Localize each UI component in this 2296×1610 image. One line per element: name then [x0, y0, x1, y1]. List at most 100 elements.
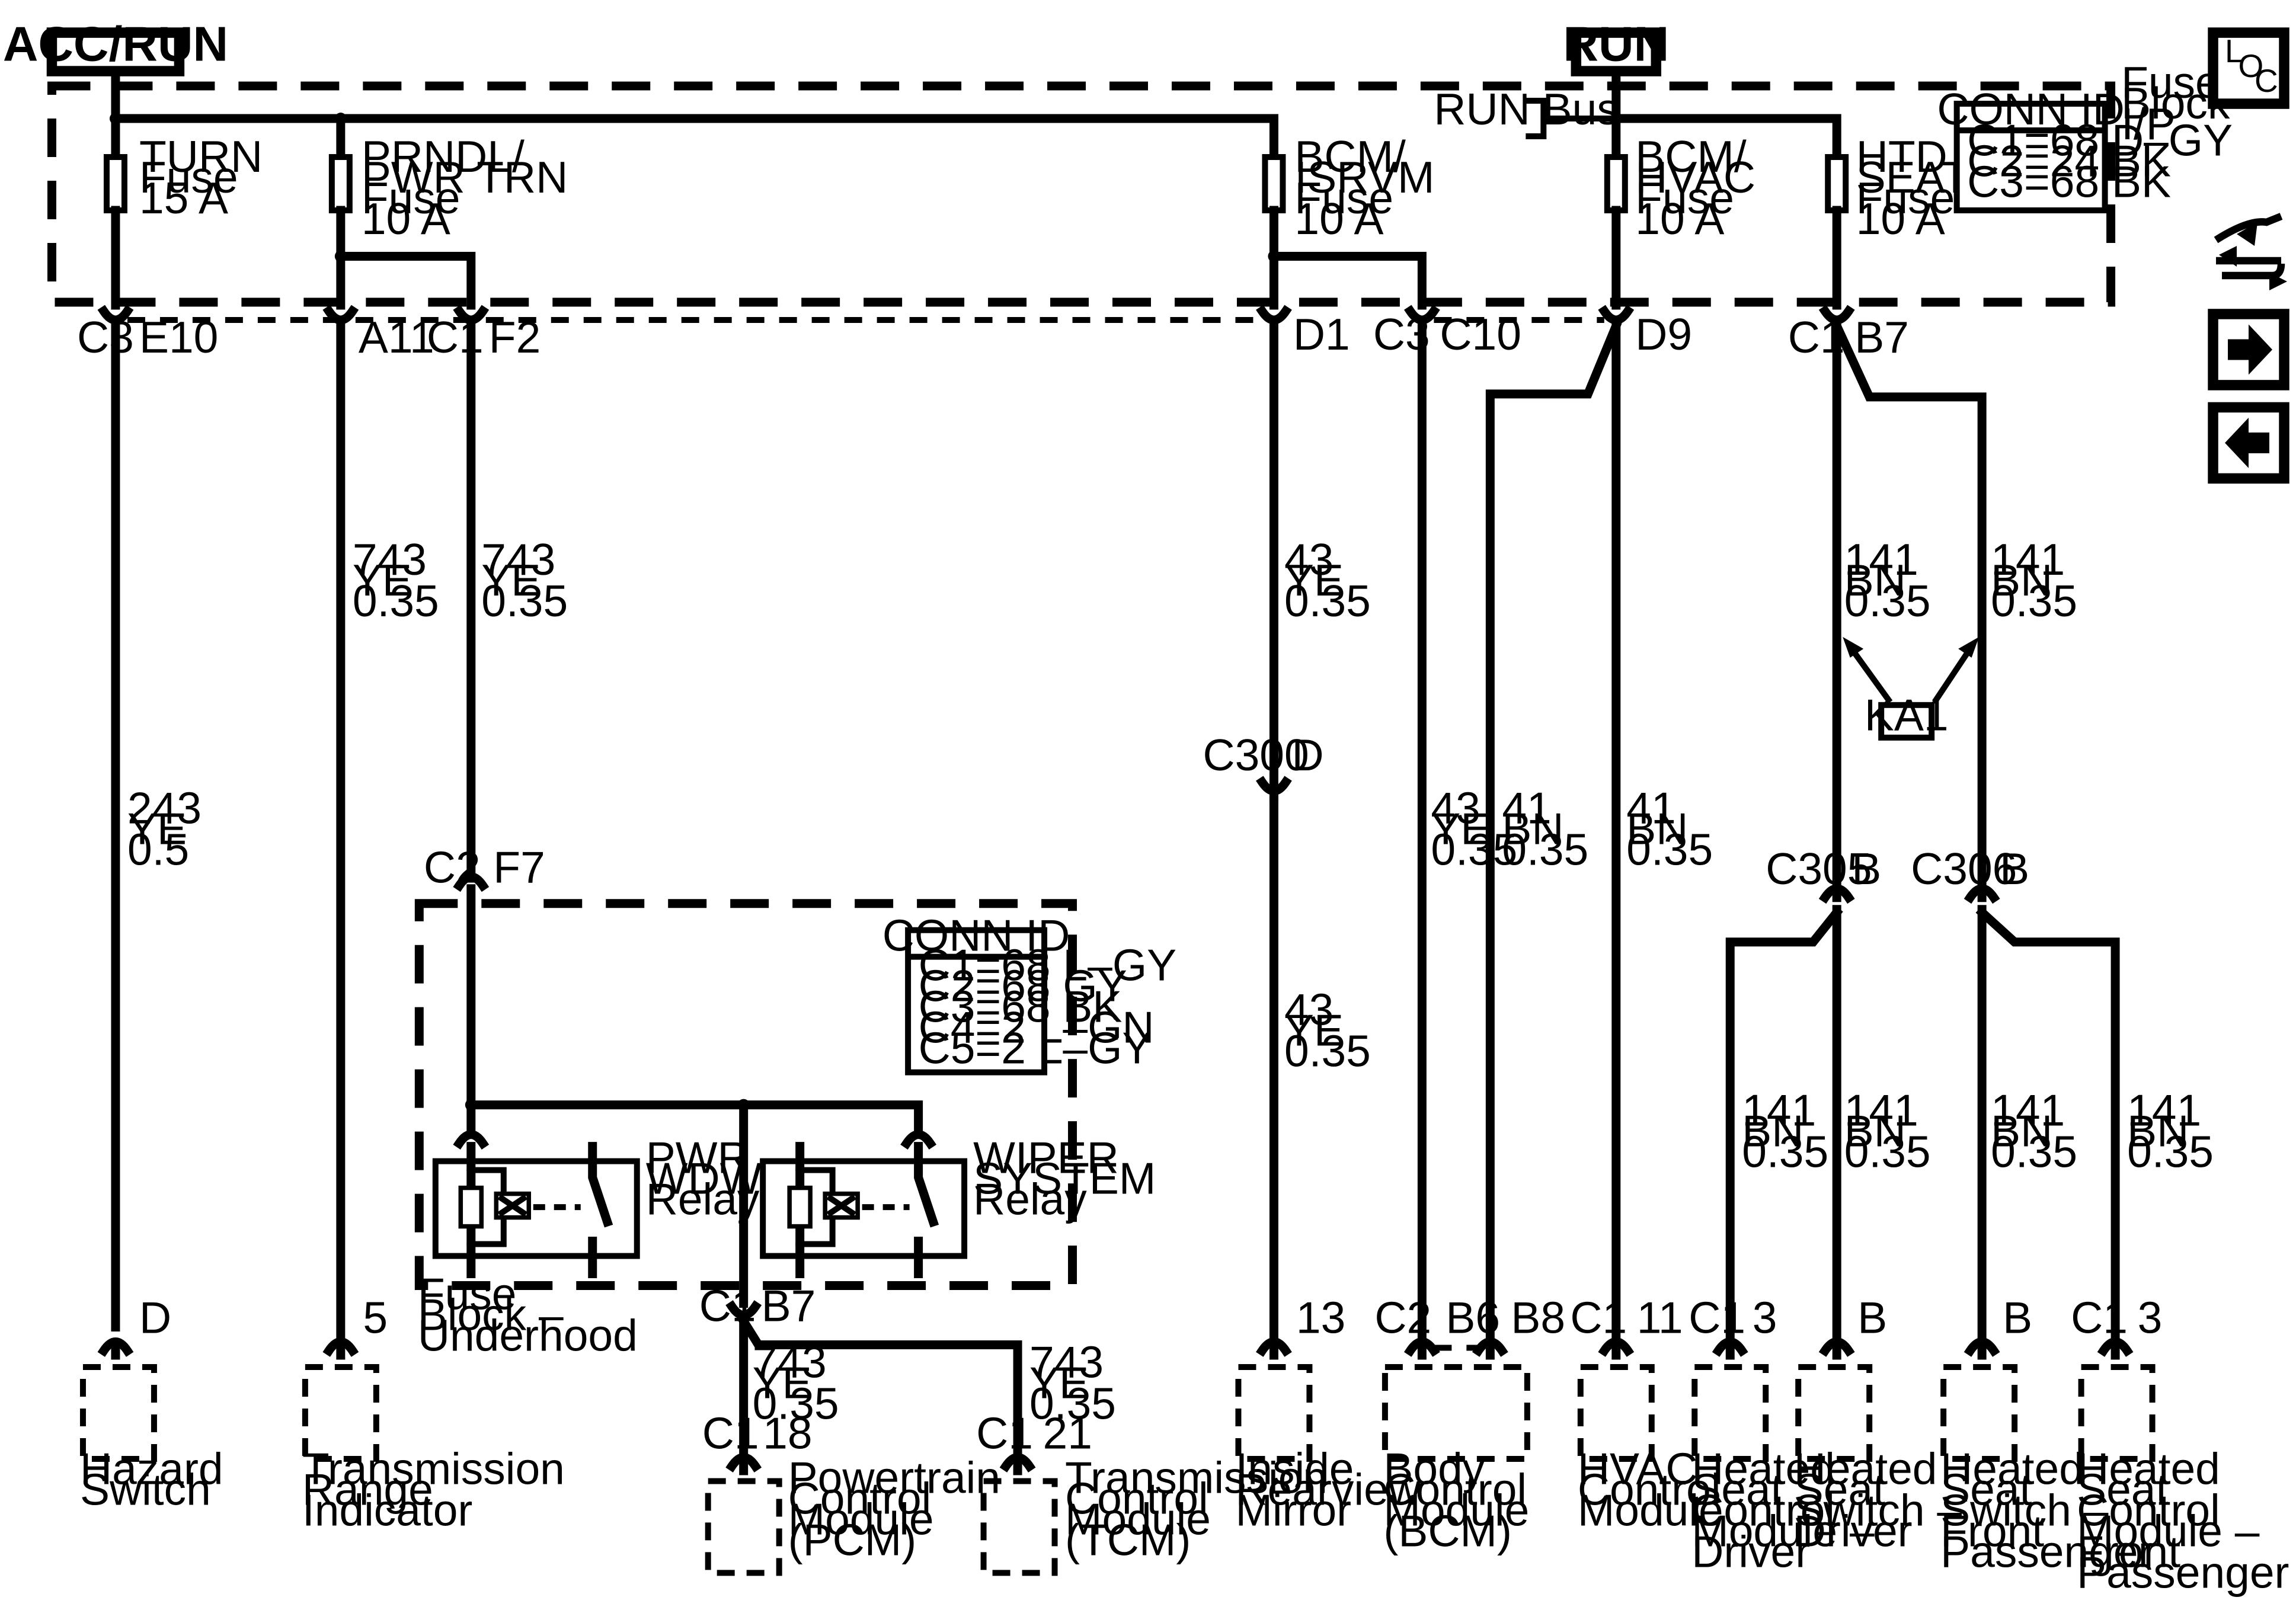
component-label: Module –	[1691, 1506, 1875, 1555]
connector-label: C1	[976, 1408, 1033, 1458]
wire-label: 0.35	[1991, 576, 2077, 626]
connector-swap-icon[interactable]	[2214, 213, 2288, 290]
component-label: Rearview	[1235, 1464, 1421, 1514]
fuse-block-uh-label: Underhood	[418, 1311, 638, 1361]
inside-rearview-mirror[interactable]: 13 Inside Rearview Mirror	[1235, 1293, 1421, 1535]
splice-label: KA1	[1865, 690, 1949, 740]
fuse-label: HVAC	[1635, 152, 1755, 202]
wire-label: 43	[1284, 985, 1334, 1035]
conn-id-row: C1=68 D–GY	[1967, 116, 2233, 165]
component-label: Inside	[1235, 1443, 1354, 1493]
wire-label: 141	[1991, 534, 2065, 584]
fuse-label: 15 A	[139, 173, 228, 223]
fuse-label: 10 A	[1294, 194, 1383, 244]
heated-seat-control-module-front-passenger[interactable]: C1 3 Heated Seat Control Module – Front …	[2071, 1293, 2289, 1598]
connector-c305: C305 B	[1725, 844, 1881, 1347]
wire-label: 0.35	[1844, 1127, 1931, 1177]
component-label: Switch –	[1794, 1485, 1962, 1535]
pin-label: A11	[359, 312, 434, 362]
acc-run-source: ACC/RUN	[3, 17, 228, 76]
pin-label: 18	[763, 1408, 812, 1458]
pin-label: E10	[139, 312, 218, 362]
wire-label: BN	[1742, 1106, 1803, 1156]
wire-label: YE	[127, 804, 187, 854]
pin-label: B7	[1854, 312, 1909, 362]
fuse-label: Fuse	[362, 173, 461, 223]
component-label: Seat	[2077, 1464, 2168, 1514]
wire-label: 0.35	[1844, 576, 1931, 626]
heated-seat-switch-front-passenger[interactable]: B Heated Seat Switch – Front Passenger	[1940, 1293, 2153, 1577]
relay-label: SYSTEM	[973, 1154, 1156, 1204]
fuse-label: PWR TRN	[362, 152, 568, 202]
connector-label: C2	[1374, 1293, 1431, 1343]
component-label: Indicator	[302, 1485, 473, 1535]
wire-label: 43	[1284, 534, 1334, 584]
wire-label: 0.35	[353, 576, 439, 626]
wire-141-passenger	[1831, 320, 1987, 902]
conn-id-row: C3=68 BK	[919, 982, 1123, 1032]
component-label: Passenger	[1940, 1526, 2153, 1576]
pin-label: B6	[1446, 1293, 1500, 1343]
component-label: Front	[2077, 1526, 2180, 1576]
component-label: (PCM)	[788, 1515, 917, 1564]
pin-label: B	[2000, 844, 2029, 894]
heated-seat-switch-driver[interactable]: B Heated Seat Switch – Driver	[1794, 1293, 1962, 1556]
pin-label: 21	[1043, 1408, 1092, 1458]
next-page-button[interactable]	[2208, 309, 2289, 391]
connector-label: C3	[77, 312, 134, 362]
fuse-label: ISRVM	[1294, 152, 1434, 202]
wire-label: 141	[1844, 534, 1918, 584]
wire-label: 743	[481, 534, 555, 584]
relay-label: Relay	[646, 1174, 760, 1224]
wire-label: 141	[1991, 1086, 2065, 1135]
wire-label: BN	[1502, 804, 1563, 854]
wire-labels: 243 YE 0.5 743 YE 0.35 743 YE 0.35 43 YE…	[127, 534, 2214, 1429]
connector-label: C1	[702, 1408, 759, 1458]
relay-label: WIPER	[973, 1133, 1119, 1183]
wire-label: 0.35	[1029, 1378, 1116, 1428]
location-button[interactable]: L O C	[2208, 27, 2289, 109]
wire-label: 243	[127, 783, 202, 833]
powertrain-control-module[interactable]: C1 18 Powertrain Control Module (PCM)	[702, 1408, 1000, 1576]
pin-label: 3	[2138, 1293, 2163, 1343]
body-control-module[interactable]: C2 B6 B8 Body Control Module (BCM)	[1374, 1293, 1565, 1556]
heated-seat-control-module-driver[interactable]: C1 3 Heated Seat Control Module – Driver	[1689, 1293, 1875, 1577]
component-label: Passenger	[2077, 1547, 2289, 1597]
fuse-label: BCM/	[1294, 132, 1406, 181]
fuse-label: HTD	[1856, 132, 1948, 181]
wire-label: YE	[481, 555, 541, 605]
pin-label: B	[1851, 844, 1881, 894]
component-label: Heated	[1691, 1443, 1835, 1493]
wire-label: 141	[2127, 1086, 2201, 1135]
wire-label: 0.35	[1991, 1127, 2077, 1177]
acc-run-label: ACC/RUN	[3, 17, 228, 72]
fuse-block-ip-label: I/P	[2121, 99, 2176, 149]
previous-page-button[interactable]	[2208, 402, 2289, 484]
wire-label: 0.35	[1284, 576, 1371, 626]
wire-label: 0.5	[127, 825, 189, 875]
component-label: Module	[1065, 1494, 1211, 1544]
component-label: Control	[1578, 1464, 1721, 1514]
bcm-hvac-fuse: BCM/ HVAC Fuse 10 A	[1604, 132, 1755, 310]
hazard-switch[interactable]: D Hazard Switch	[79, 1293, 223, 1515]
run-bus-label: RUN Bus	[1434, 84, 1619, 134]
wire-label: 141	[1742, 1086, 1816, 1135]
transmission-range-indicator[interactable]: 5 Transmission Range Indicator	[302, 1293, 565, 1535]
component-label: Heated	[2077, 1443, 2220, 1493]
fuse-label: BCM/	[1635, 132, 1747, 181]
component-label: Seat	[1691, 1464, 1783, 1514]
fuse-label: Fuse	[1856, 173, 1955, 223]
component-label: (TCM)	[1065, 1515, 1191, 1564]
conn-id-row: C5=2 L–GY	[919, 1023, 1152, 1073]
wire-label: 41	[1502, 783, 1551, 833]
top-connectors	[97, 305, 1855, 325]
component-label: Control	[788, 1473, 932, 1523]
conn-id-title: CONN ID	[1937, 84, 2125, 134]
component-label: Heated	[1940, 1443, 2084, 1493]
component-label: Seat	[1940, 1464, 2032, 1514]
relay-label: Relay	[973, 1174, 1087, 1224]
hvac-control-module[interactable]: C1 11 HVAC Control Module	[1570, 1293, 1723, 1535]
connector-c1-b7-underhood: C1 B7	[699, 1281, 1022, 1459]
pin-label: B	[2003, 1293, 2032, 1343]
wire-label: YE	[1431, 804, 1490, 854]
